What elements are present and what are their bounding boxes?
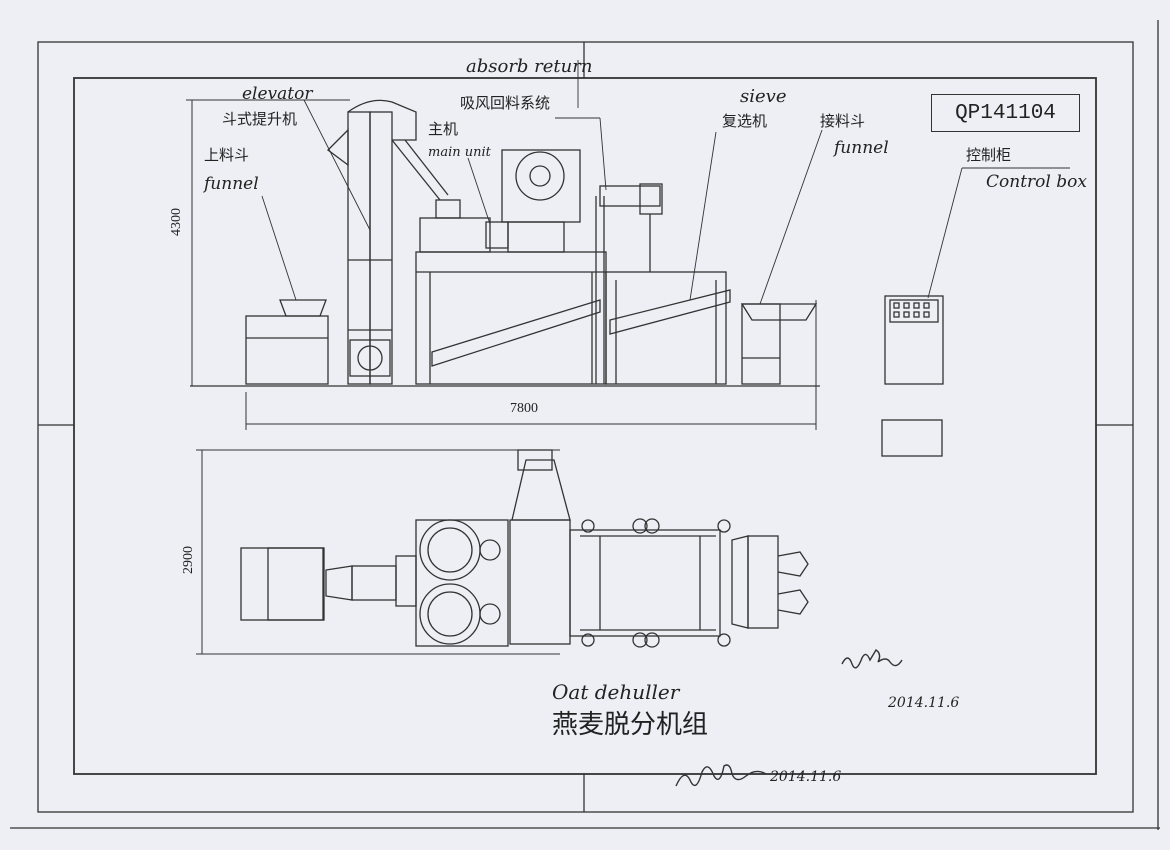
outer-border xyxy=(37,41,1134,813)
absorb-return-label-cn: 吸风回料系统 xyxy=(460,94,551,112)
elevator-label-cn: 斗式提升机 xyxy=(222,110,298,128)
control-box-buttons xyxy=(893,302,930,318)
feed-funnel-label-en: funnel xyxy=(204,174,259,194)
feed-funnel xyxy=(279,299,327,317)
top-main-unit xyxy=(415,519,509,647)
receiving-funnel xyxy=(740,303,818,321)
leader-lines xyxy=(261,60,1070,305)
absorb-return-label-en: absorb return xyxy=(466,56,593,77)
main-unit-label-cn: 主机 xyxy=(428,120,459,138)
title-en: Oat dehuller xyxy=(552,680,680,704)
signer-date: 2014.11.6 xyxy=(770,769,842,785)
main-unit-label-en: main unit xyxy=(428,145,491,160)
dimension-lines xyxy=(186,99,817,655)
control-box-label-en: Control box xyxy=(986,172,1087,192)
control-box-cabinet xyxy=(884,295,944,385)
blower-fan xyxy=(515,151,565,201)
length-dimension: 7800 xyxy=(510,401,538,416)
sieve-label-en: sieve xyxy=(740,86,787,107)
sieve-label-cn: 复选机 xyxy=(722,112,768,130)
title-cn: 燕麦脱分机组 xyxy=(552,710,709,740)
elevator-head xyxy=(347,99,417,141)
reviewer-signature xyxy=(841,649,903,669)
top-receiving-funnel xyxy=(747,535,779,629)
control-box-label-cn: 控制柜 xyxy=(966,146,1012,164)
top-view xyxy=(240,449,809,648)
signer-signature xyxy=(675,764,767,787)
control-box-plan xyxy=(881,419,943,457)
elevator-label-en: elevator xyxy=(242,84,313,104)
inner-border xyxy=(73,77,1097,775)
receiving-funnel-label-en: funnel xyxy=(834,138,889,158)
feed-funnel-label-cn: 上料斗 xyxy=(204,146,250,164)
side-view xyxy=(190,99,944,457)
receiving-funnel-label-cn: 接料斗 xyxy=(820,112,866,130)
sieve-frame xyxy=(605,271,727,385)
reviewer-date: 2014.11.6 xyxy=(888,695,960,711)
drawing-number-box: QP141104 xyxy=(931,94,1080,132)
shaker-tray-1 xyxy=(431,299,601,367)
